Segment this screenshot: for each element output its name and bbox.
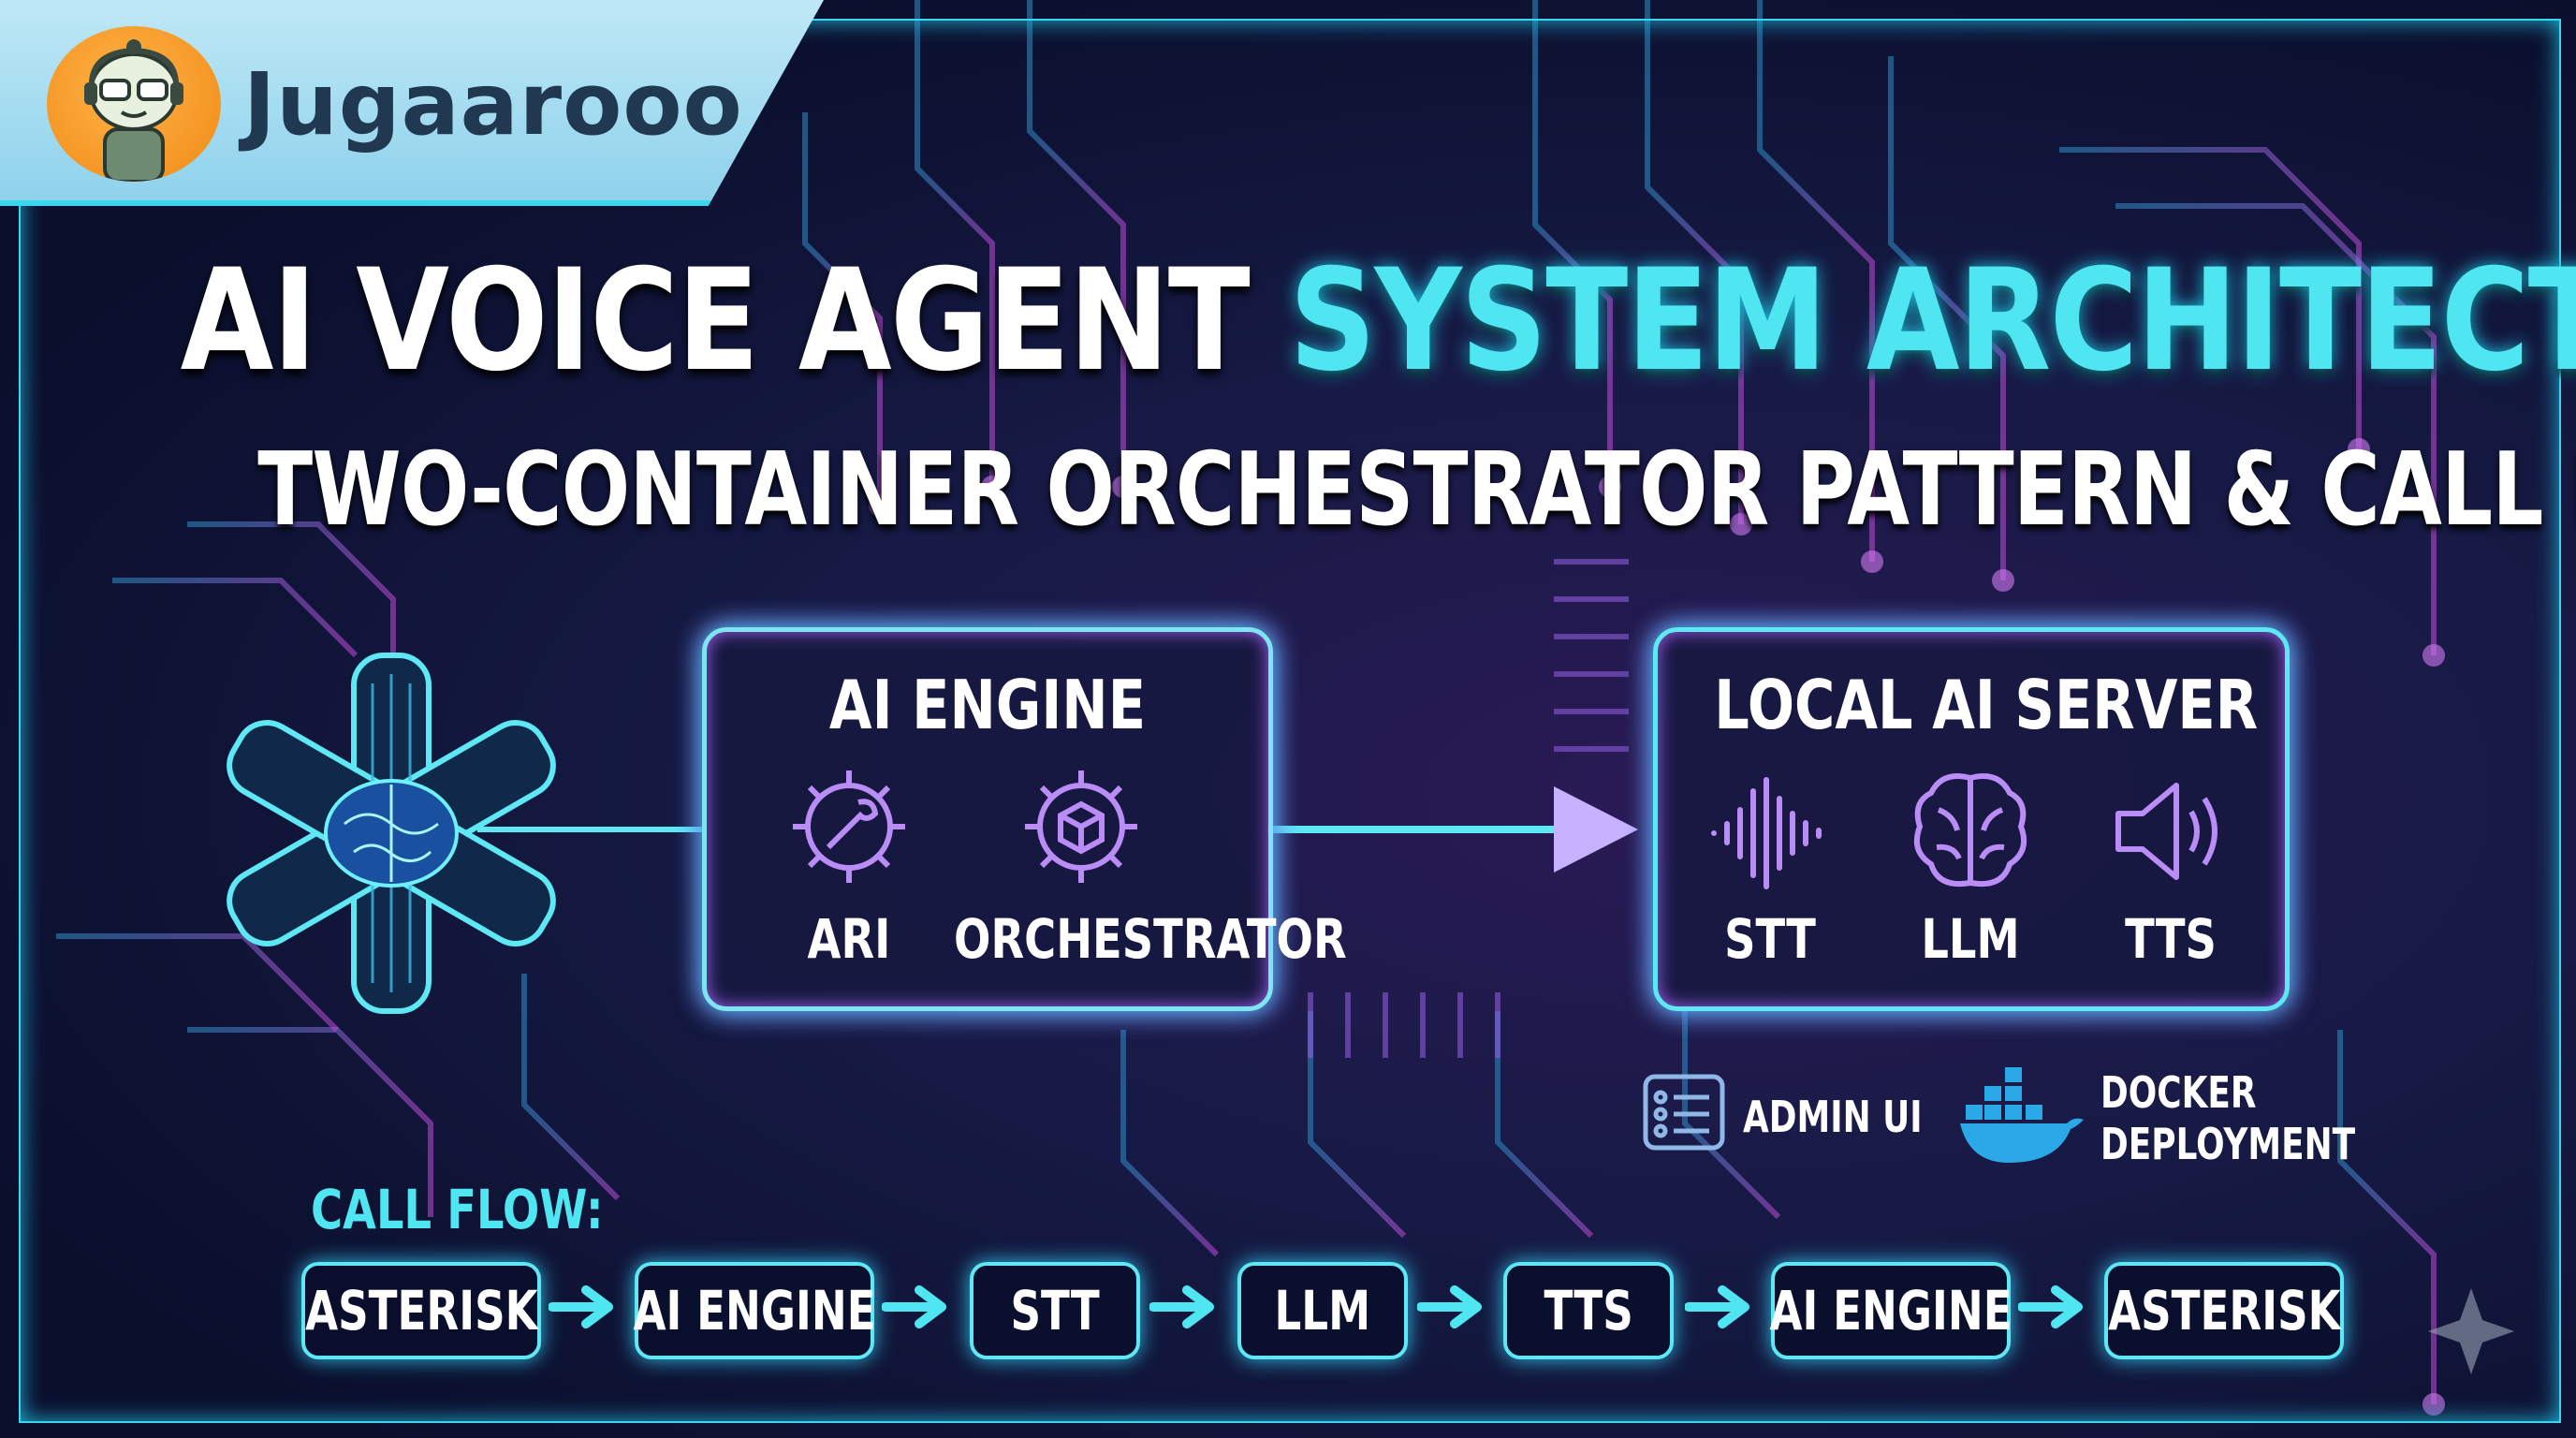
call-flow-step: LLM xyxy=(1237,1262,1408,1359)
brand-banner: Jugaarooo xyxy=(0,0,824,206)
call-flow-step-label: AI ENGINE xyxy=(633,1279,876,1343)
speaker-icon xyxy=(2115,783,2217,880)
call-flow-step-label: LLM xyxy=(1274,1279,1371,1343)
tts-label: TTS xyxy=(2125,907,2217,971)
ari-label: ARI xyxy=(807,907,891,971)
gear-cube-icon xyxy=(1025,770,1137,883)
main-title: AI VOICE AGENT SYSTEM ARCHITECTURE xyxy=(181,251,2576,391)
brain-icon xyxy=(1914,773,2027,887)
docker-deployment-label: DOCKER DEPLOYMENT xyxy=(2100,1067,2355,1170)
llm-label: LLM xyxy=(1921,907,2020,971)
local-ai-server-panel: LOCAL AI SERVER STT LLM TTS xyxy=(1653,627,2290,1011)
call-flow-arrow-icon xyxy=(2018,1285,2083,1328)
docker-whale-icon xyxy=(1960,1067,2084,1163)
call-flow-step: AI ENGINE xyxy=(1769,1262,2012,1359)
call-flow-arrow-icon xyxy=(1417,1285,1482,1328)
call-flow-step: STT xyxy=(970,1262,1140,1359)
subtitle: TWO-CONTAINER ORCHESTRATOR PATTERN & CAL… xyxy=(257,432,2576,549)
call-flow-step: TTS xyxy=(1503,1262,1674,1359)
call-flow-arrow-icon xyxy=(882,1285,946,1328)
admin-ui-label: ADMIN UI xyxy=(1743,1092,1923,1142)
orchestrator-label: ORCHESTRATOR xyxy=(954,907,1347,971)
call-flow-step-label: AI ENGINE xyxy=(1769,1279,2012,1343)
admin-list-icon xyxy=(1643,1074,1725,1151)
gear-wrench-icon xyxy=(793,770,905,883)
call-flow-step: ASTERISK xyxy=(301,1262,541,1359)
call-flow-step-label: ASTERISK xyxy=(304,1279,538,1343)
call-flow-step: AI ENGINE xyxy=(633,1262,876,1359)
brand-name: Jugaarooo xyxy=(243,54,743,154)
docker-label-line2: DEPLOYMENT xyxy=(2100,1119,2356,1170)
asterisk-brain-icon xyxy=(227,653,556,1014)
call-flow-arrow-icon xyxy=(1149,1285,1214,1328)
stt-label: STT xyxy=(1724,907,1816,971)
docker-label-line1: DOCKER xyxy=(2100,1067,2257,1118)
call-flow-label: CALL FLOW: xyxy=(311,1178,604,1241)
call-flow-step: ASTERISK xyxy=(2104,1262,2344,1359)
main-title-part-1: AI VOICE AGENT xyxy=(180,240,1251,403)
local-ai-server-title: LOCAL AI SERVER xyxy=(1714,666,2259,744)
robot-mascot-icon xyxy=(47,26,221,182)
call-flow-arrow-icon xyxy=(549,1285,613,1328)
call-flow-arrow-icon xyxy=(1685,1285,1749,1328)
ai-engine-title: AI ENGINE xyxy=(828,666,1147,744)
call-flow-step-label: TTS xyxy=(1544,1279,1633,1343)
ai-engine-panel: AI ENGINE ARI ORCHESTRATOR xyxy=(702,627,1347,1011)
call-flow-step-label: ASTERISK xyxy=(2107,1279,2341,1343)
main-title-part-2: SYSTEM ARCHITECTURE xyxy=(1289,240,2576,403)
call-flow-step-label: STT xyxy=(1010,1279,1100,1343)
sound-wave-icon xyxy=(1711,777,1822,889)
